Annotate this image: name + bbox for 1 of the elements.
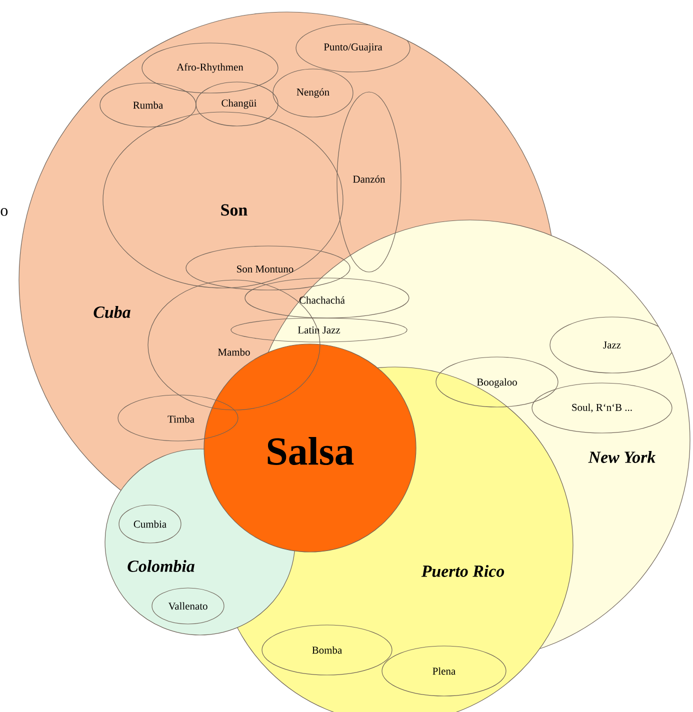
text-fragment: o [0,208,8,216]
